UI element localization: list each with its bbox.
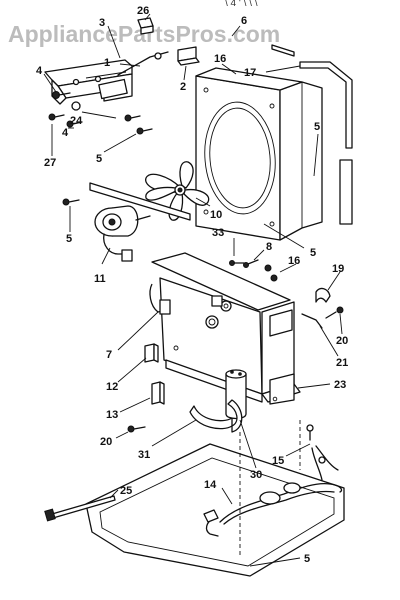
callout-12: 12 [106, 381, 118, 393]
callout-24: 24 [70, 115, 83, 127]
callout-15: 15 [272, 455, 284, 467]
callout-14: 14 [204, 479, 217, 491]
part-11-fan-motor [89, 182, 191, 262]
callout-4-mid: 4 [62, 127, 69, 139]
callout-10: 10 [210, 209, 222, 221]
callout-6: 6 [241, 15, 247, 27]
callout-27: 27 [44, 157, 56, 169]
callout-33: 33 [212, 227, 224, 239]
callout-7: 7 [106, 349, 112, 361]
callout-21: 21 [336, 357, 348, 369]
callout-19: 19 [332, 263, 344, 275]
part-17-gasket [299, 61, 353, 225]
callout-17: 17 [244, 67, 256, 79]
callout-31: 31 [138, 449, 150, 461]
base-pan [85, 420, 345, 577]
callout-labels: 26 3 1 6 16 17 4 2 24 4 5 5 27 5 10 5 33… [36, 5, 348, 565]
part-7-clip [159, 299, 171, 315]
callout-5-mid: 5 [96, 153, 102, 165]
callout-16-top: 16 [214, 53, 226, 65]
callout-16-mid: 16 [288, 255, 300, 267]
callout-5-right-mid: 5 [310, 247, 316, 259]
callout-1: 1 [104, 57, 110, 69]
callout-11: 11 [94, 273, 106, 285]
part-2-block [177, 46, 200, 66]
callout-26: 26 [137, 5, 149, 17]
callout-20-right: 20 [336, 335, 348, 347]
part-25-long-screw [44, 495, 116, 522]
callout-20-left: 20 [100, 436, 112, 448]
callout-2: 2 [180, 81, 186, 93]
callout-3: 3 [99, 17, 105, 29]
callout-25: 25 [120, 485, 132, 497]
callout-8: 8 [266, 241, 272, 253]
callout-5-right-top: 5 [314, 121, 320, 133]
part-15-harness [311, 445, 339, 481]
part-14-power-cord [203, 482, 343, 537]
part-16-fan-shroud [195, 67, 323, 241]
callout-30: 30 [250, 469, 262, 481]
part-31-capacitor-strap [189, 399, 243, 433]
callout-13: 13 [106, 409, 118, 421]
callout-4-top: 4 [36, 65, 43, 77]
callout-5-left: 5 [66, 233, 72, 245]
callout-5-bottom: 5 [304, 553, 310, 565]
part-13-bracket [151, 381, 165, 405]
callout-23: 23 [334, 379, 346, 391]
part-1-thermostat-sensor [117, 51, 169, 76]
header-partial-text: \ 4 ' \ \ \ [225, 0, 258, 9]
part-19-clip [315, 287, 331, 303]
part-6-gasket [271, 44, 295, 57]
part-23-base-bracket [149, 252, 301, 405]
part-21-clip [301, 313, 323, 329]
leader-lines [43, 13, 343, 567]
top-bracket-assembly [44, 59, 133, 105]
part-12-relay [144, 343, 159, 363]
part-20-screw-right [325, 306, 344, 319]
part-8-screw [243, 259, 259, 268]
